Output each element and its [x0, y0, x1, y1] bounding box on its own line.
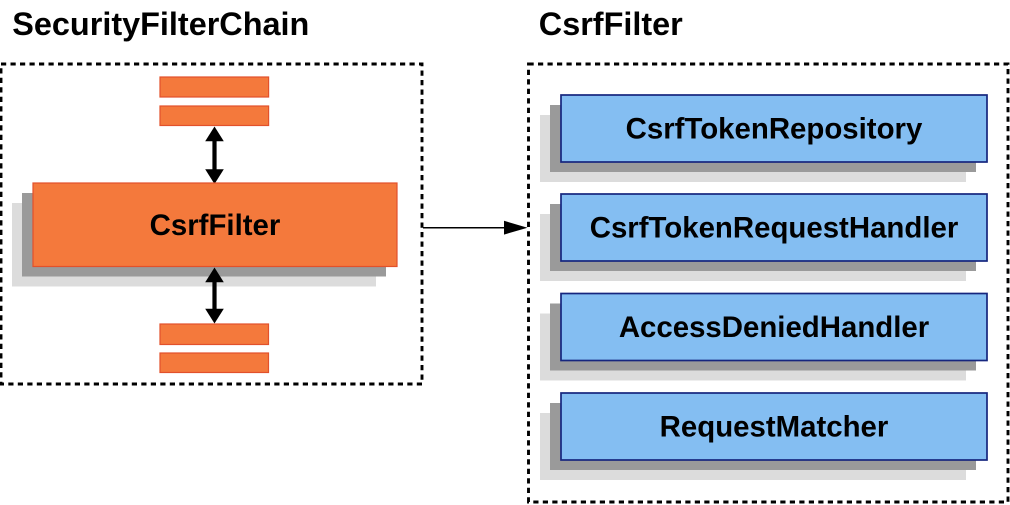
svg-text:CsrfFilter: CsrfFilter: [150, 209, 281, 242]
svg-text:CsrfTokenRepository: CsrfTokenRepository: [626, 112, 923, 145]
svg-text:AccessDeniedHandler: AccessDeniedHandler: [619, 311, 929, 344]
svg-text:CsrfTokenRequestHandler: CsrfTokenRequestHandler: [590, 211, 959, 244]
svg-text:RequestMatcher: RequestMatcher: [660, 410, 889, 443]
svg-text:CsrfFilter: CsrfFilter: [539, 6, 683, 42]
svg-text:SecurityFilterChain: SecurityFilterChain: [12, 6, 309, 42]
